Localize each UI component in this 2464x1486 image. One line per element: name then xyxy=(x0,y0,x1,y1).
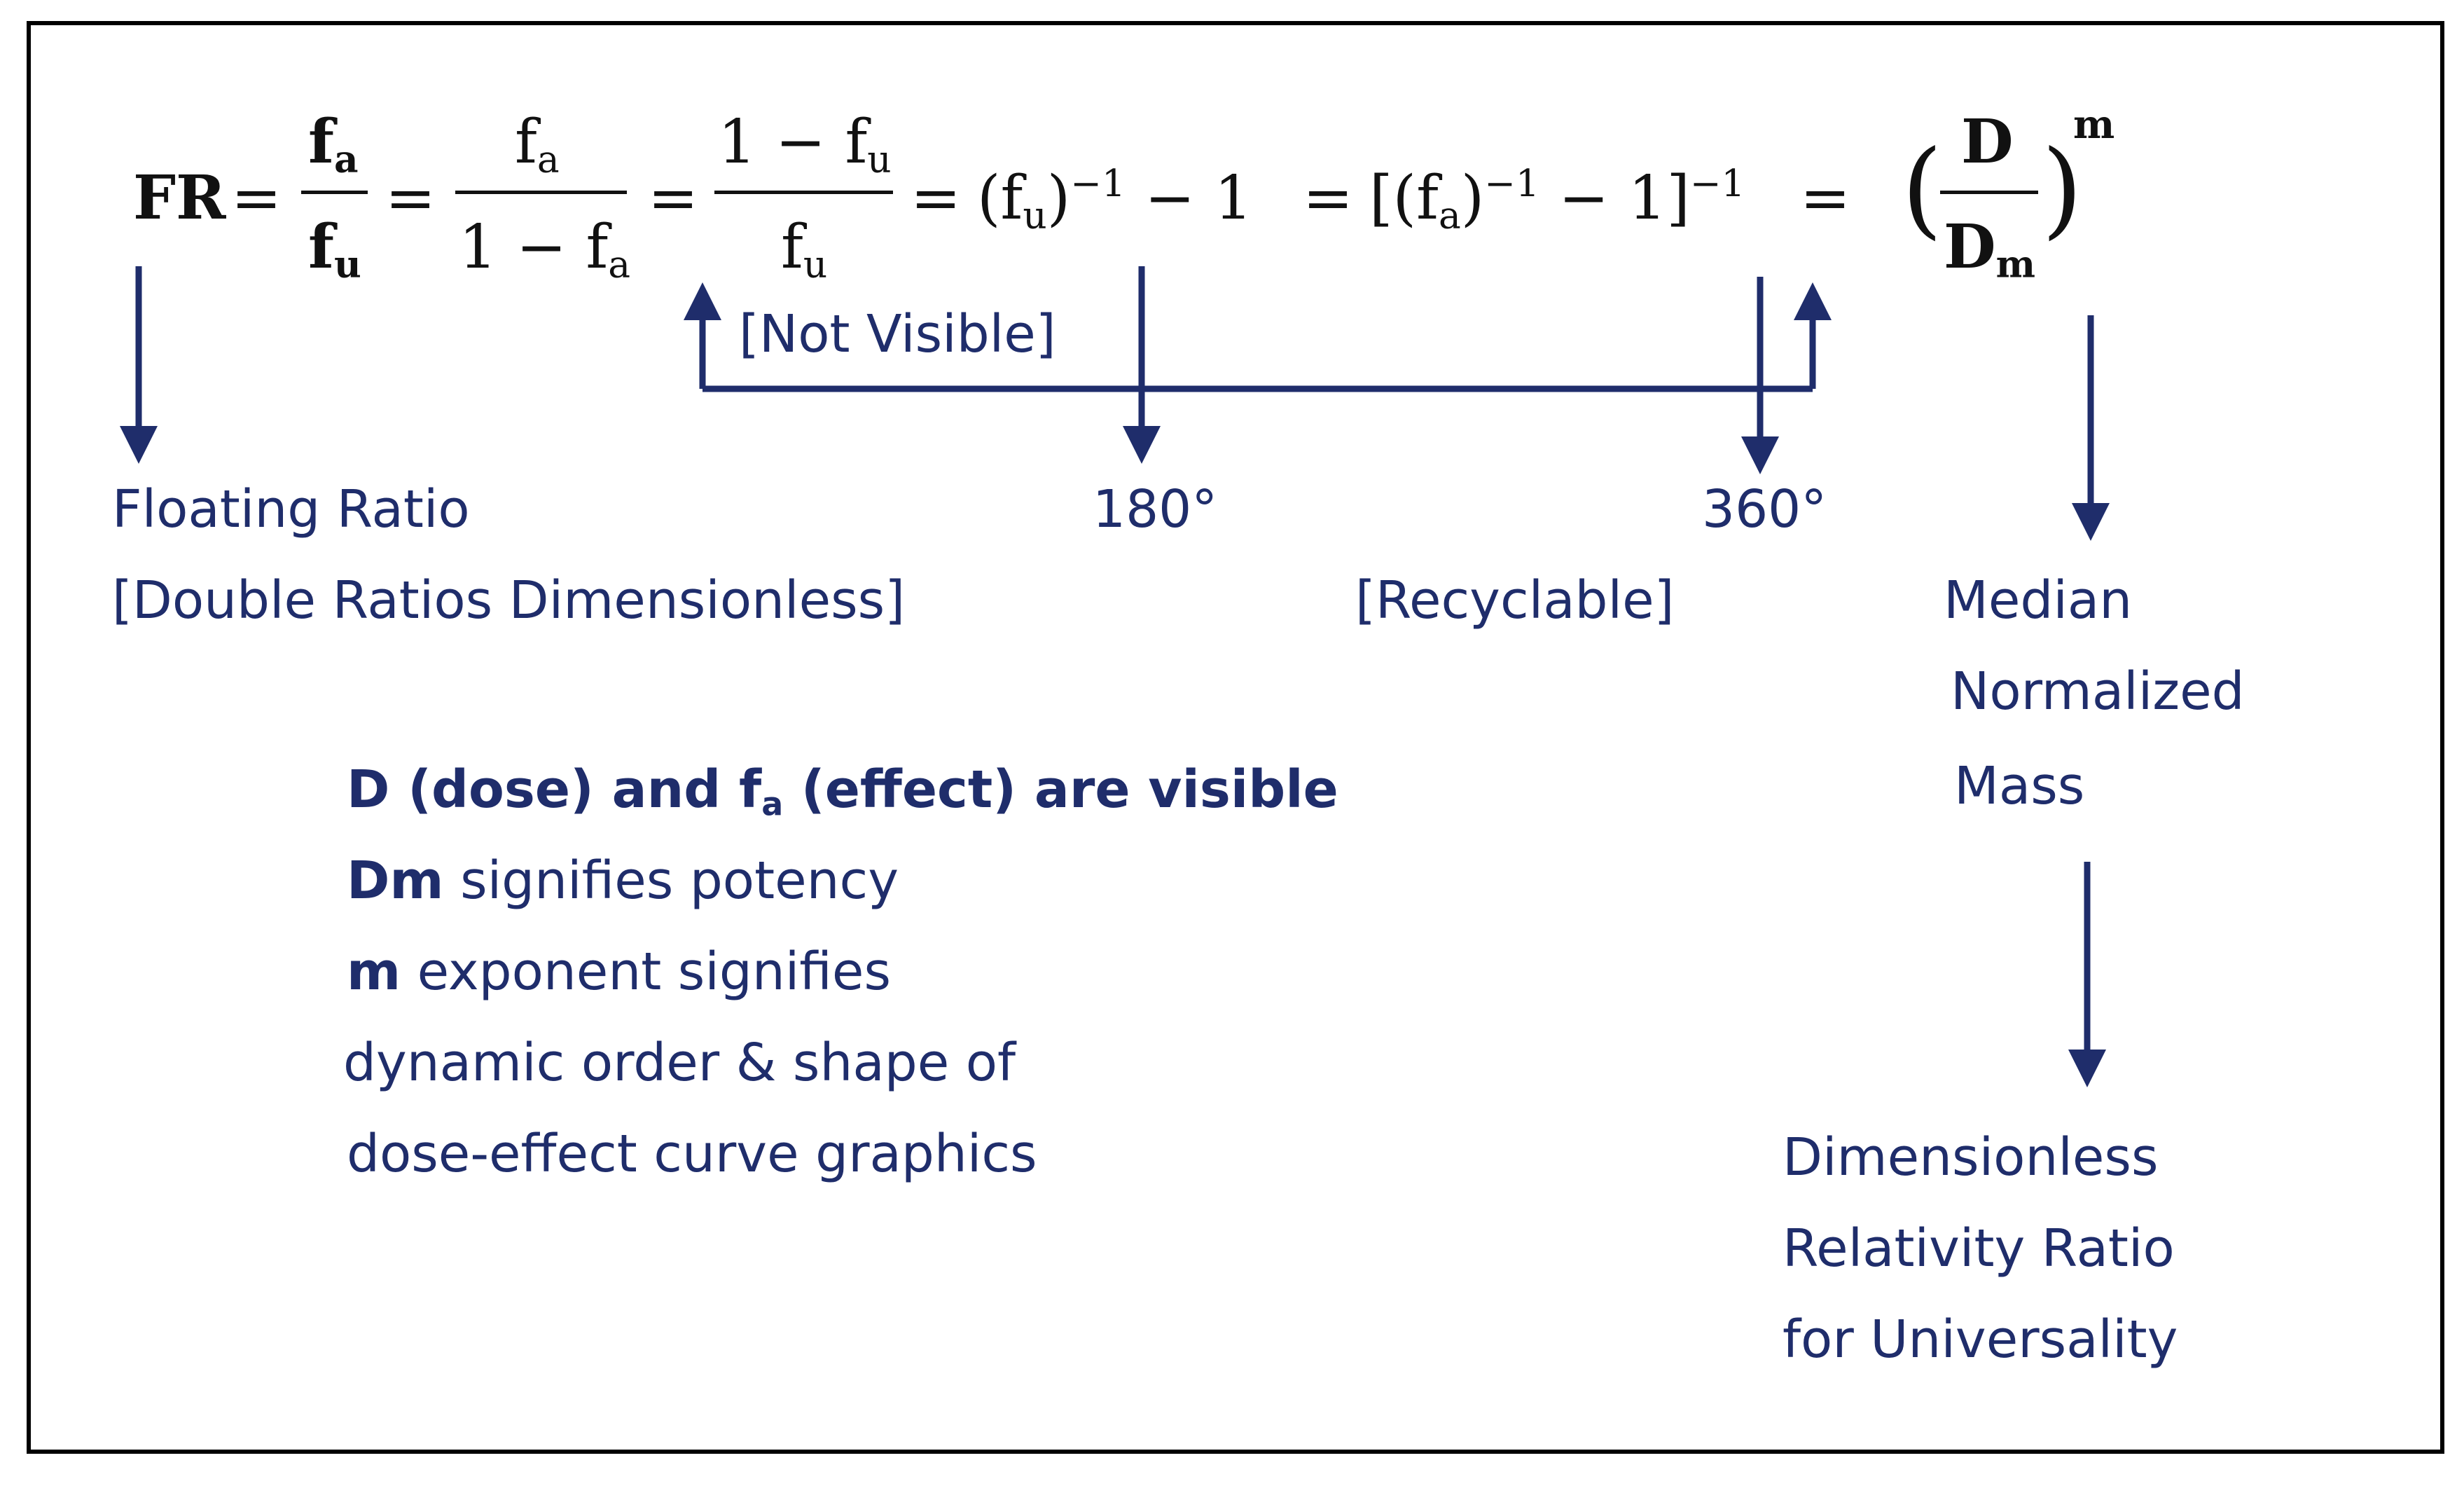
note-line-2: Dm signifies potency xyxy=(347,851,899,911)
label-not-visible: [Not Visible] xyxy=(739,304,1056,364)
note-line-5: dose-effect curve graphics xyxy=(347,1124,1037,1184)
equals-3: = xyxy=(648,163,699,233)
denominator-dm: Dm xyxy=(1944,212,2035,287)
label-floating-ratio: Floating Ratio xyxy=(112,479,470,539)
paren-close: ) xyxy=(2042,128,2083,250)
denominator-one-minus-fa: 1 − fa xyxy=(459,212,631,287)
label-360-degrees: 360° xyxy=(1702,479,1827,539)
equals-1: = xyxy=(231,163,282,233)
denominator-fu-2: fu xyxy=(781,212,828,287)
label-normalized: Normalized xyxy=(1951,661,2245,722)
fr-symbol: FR xyxy=(133,163,226,233)
note-line-4: dynamic order & shape of xyxy=(343,1033,1016,1093)
equals-5: = xyxy=(1303,163,1354,233)
label-180-degrees: 180° xyxy=(1093,479,1218,539)
numerator-fa: fa xyxy=(308,106,359,181)
label-dimensionless: Dimensionless xyxy=(1783,1127,2159,1188)
numerator-d: D xyxy=(1961,106,2014,177)
denominator-fu: fu xyxy=(308,212,361,287)
equals-2: = xyxy=(385,163,436,233)
term-fu-inverse-minus-one: (fu)−1 − 1 xyxy=(977,162,1253,238)
equals-4: = xyxy=(911,163,962,233)
label-double-ratios: [Double Ratios Dimensionless] xyxy=(112,570,906,631)
paren-open: ( xyxy=(1902,128,1943,250)
label-mass: Mass xyxy=(1954,756,2085,816)
label-median: Median xyxy=(1944,570,2133,631)
label-relativity-ratio: Relativity Ratio xyxy=(1783,1218,2175,1279)
numerator-fa-2: fa xyxy=(515,107,560,181)
diagram-frame xyxy=(27,21,2444,1454)
label-universality: for Universality xyxy=(1783,1309,2178,1370)
note-line-1: D (dose) and fa (effect) are visible xyxy=(347,759,1338,823)
numerator-one-minus-fu: 1 − fu xyxy=(718,107,892,181)
label-recyclable: [Recyclable] xyxy=(1355,570,1675,631)
note-line-3: m exponent signifies xyxy=(347,942,892,1002)
term-fa-inverse-bracket: [(fa)−1 − 1]−1 xyxy=(1369,162,1745,238)
equals-6: = xyxy=(1800,163,1851,233)
exponent-m: m xyxy=(2073,102,2115,148)
